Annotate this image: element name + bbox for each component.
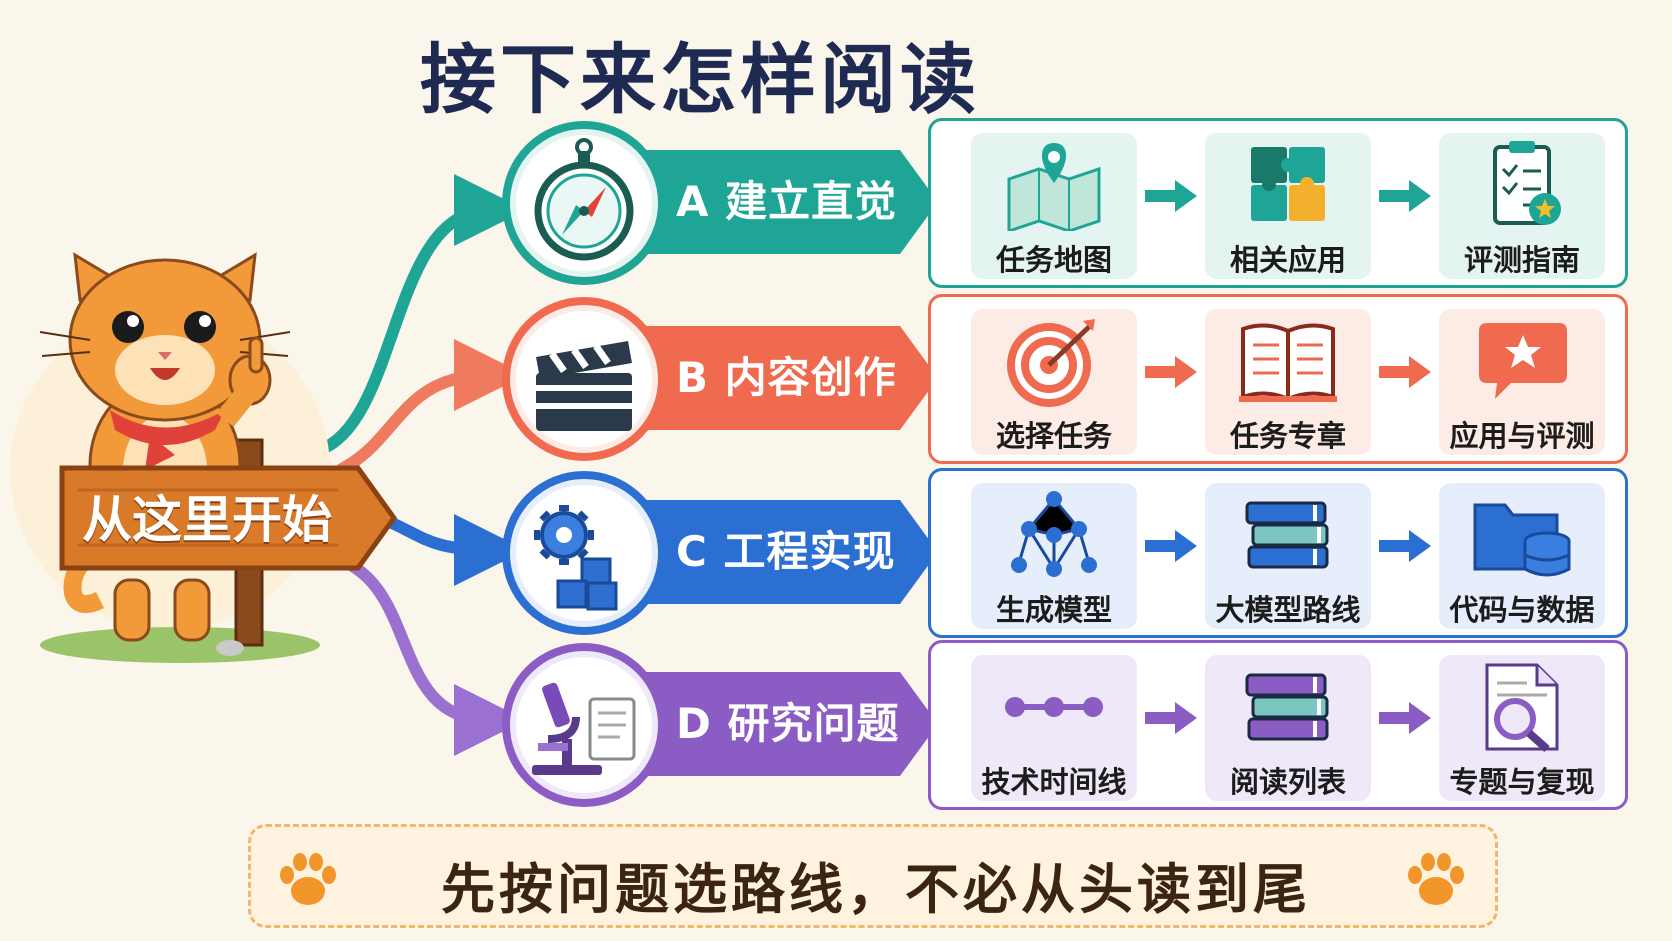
route-b-label: B 内容创作 [676, 353, 897, 402]
step-label: 选择任务 [995, 419, 1112, 453]
book-stack-icon [1233, 489, 1343, 581]
step-card[interactable]: 大模型路线 [1205, 483, 1371, 629]
start-signpost [59, 465, 398, 571]
route-c-steps-panel: 生成模型 大模型路线 代码与数据 [928, 468, 1628, 638]
route-a-label: A 建立直觉 [676, 177, 898, 226]
route-c-label: C 工程实现 [676, 527, 896, 576]
step-label: 大模型路线 [1215, 593, 1361, 627]
map-pin-icon [999, 139, 1109, 234]
route-b-banner [640, 326, 938, 430]
step-card[interactable]: 任务地图 [971, 133, 1137, 279]
arrow-right-icon [1145, 356, 1197, 388]
step-label: 阅读列表 [1229, 765, 1346, 799]
route-c-banner [640, 500, 938, 604]
route-b[interactable]: B 内容创作选择任务 任务专章 应用与评测 [0, 294, 1672, 464]
arrow-right-icon [1145, 180, 1197, 212]
step-card[interactable]: 相关应用 [1205, 133, 1371, 279]
route-d-label: D 研究问题 [676, 699, 900, 748]
arrow-right-icon [1379, 530, 1431, 562]
arrow-right-icon [1379, 180, 1431, 212]
step-label: 应用与评测 [1449, 419, 1595, 453]
route-c[interactable]: C 工程实现生成模型 大模型路线 代码与数据 [0, 468, 1672, 638]
step-card[interactable]: 生成模型 [971, 483, 1137, 629]
step-label: 任务地图 [995, 243, 1112, 277]
step-label: 相关应用 [1229, 243, 1346, 277]
step-label: 任务专章 [1229, 419, 1346, 453]
arrow-right-icon [1145, 702, 1197, 734]
route-a[interactable]: A 建立直觉任务地图 相关应用 评测指南 [0, 118, 1672, 288]
step-card[interactable]: 应用与评测 [1439, 309, 1605, 455]
step-card[interactable]: 评测指南 [1439, 133, 1605, 279]
star-bubble-icon [1467, 315, 1577, 407]
timeline-icon [999, 661, 1109, 753]
puzzle-icon [1233, 139, 1343, 231]
step-label: 专题与复现 [1449, 765, 1595, 799]
connector-a [317, 174, 526, 456]
connector-b [337, 339, 526, 476]
step-label: 技术时间线 [981, 765, 1127, 799]
step-card[interactable]: 技术时间线 [971, 655, 1137, 801]
paw-icon [280, 853, 336, 905]
paw-icon [1408, 853, 1464, 905]
book-stack-icon [1233, 661, 1343, 753]
arrow-right-icon [1145, 530, 1197, 562]
route-b-steps-panel: 选择任务 任务专章 应用与评测 [928, 294, 1628, 464]
start-label: 从这里开始 [82, 491, 332, 549]
route-a-steps-panel: 任务地图 相关应用 评测指南 [928, 118, 1628, 288]
route-d-banner [640, 672, 938, 776]
page-title: 接下来怎样阅读 [420, 35, 980, 124]
step-card[interactable]: 阅读列表 [1205, 655, 1371, 801]
route-c-circle [502, 471, 666, 635]
route-d-steps-panel: 技术时间线 阅读列表 专题与复现 [928, 640, 1628, 810]
step-card[interactable]: 专题与复现 [1439, 655, 1605, 801]
step-label: 生成模型 [995, 593, 1112, 627]
footer-text: 先按问题选路线，不必从头读到尾 [441, 858, 1311, 921]
route-d[interactable]: D 研究问题技术时间线 阅读列表 专题与复现 [0, 640, 1672, 810]
footer-tip: 先按问题选路线，不必从头读到尾 [248, 824, 1498, 928]
route-b-circle [502, 297, 666, 461]
arrow-right-icon [1379, 702, 1431, 734]
route-a-banner [640, 150, 938, 254]
target-icon [999, 315, 1109, 407]
route-a-circle [502, 121, 666, 285]
step-label: 评测指南 [1463, 243, 1580, 277]
route-d-circle [502, 643, 666, 807]
clipboard-star-icon [1467, 139, 1577, 231]
document-search-icon [1467, 661, 1577, 753]
open-book-icon [1233, 315, 1343, 407]
step-card[interactable]: 任务专章 [1205, 309, 1371, 455]
network-icon [999, 489, 1109, 581]
folder-database-icon [1467, 489, 1577, 581]
arrow-right-icon [1379, 356, 1431, 388]
step-card[interactable]: 选择任务 [971, 309, 1137, 455]
step-label: 代码与数据 [1449, 593, 1595, 627]
step-card[interactable]: 代码与数据 [1439, 483, 1605, 629]
connector-d [337, 554, 526, 756]
